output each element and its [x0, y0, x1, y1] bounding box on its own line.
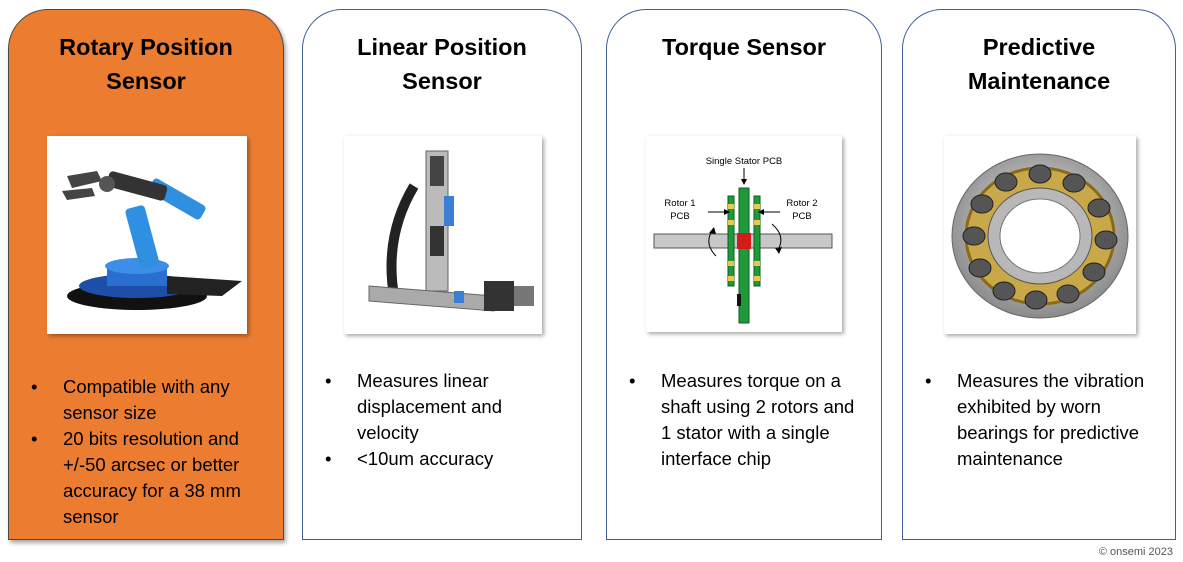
card-title: Predictive Maintenance [967, 34, 1111, 94]
bullet-item: Measures linear displacement and velocit… [325, 368, 565, 446]
bullet-item: Measures the vibration exhibited by worn… [925, 368, 1165, 472]
bullet-item: Measures torque on a shaft using 2 rotor… [629, 368, 869, 472]
bullet-item: Compatible with any sensor size [31, 374, 261, 426]
copyright-footer: © onsemi 2023 [1098, 546, 1173, 558]
card-title: Linear Position Sensor [357, 34, 527, 94]
rotor2-label-line1: Rotor 2 [786, 198, 817, 209]
rotor1-label-line2: PCB [670, 211, 690, 222]
card-torque-sensor: Torque Sensor Single Stator PCB Rotor 1 … [606, 9, 882, 540]
stator-label: Single Stator PCB [706, 156, 783, 167]
bullet-item: <10um accuracy [325, 446, 565, 472]
card-rotary-position-sensor: Rotary Position Sensor Compatible with a… [8, 9, 284, 540]
card-title: Rotary Position Sensor [59, 34, 233, 94]
card-title: Torque Sensor [661, 34, 827, 60]
card-bullets: Compatible with any sensor size 20 bits … [31, 374, 261, 530]
bearing-image [944, 136, 1136, 334]
robot-arm-image [47, 136, 247, 334]
torque-sensor-diagram: Single Stator PCB Rotor 1 PCB Rotor 2 PC… [646, 136, 842, 332]
bullet-item: 20 bits resolution and +/-50 arcsec or b… [31, 426, 261, 530]
linear-actuator-image [344, 136, 542, 334]
card-bullets: Measures torque on a shaft using 2 rotor… [629, 368, 869, 472]
card-predictive-maintenance: Predictive Maintenance [902, 9, 1176, 540]
card-linear-position-sensor: Linear Position Sensor Measures linear d… [302, 9, 582, 540]
rotor2-label-line2: PCB [792, 211, 812, 222]
rotor1-label-line1: Rotor 1 [664, 198, 695, 209]
card-bullets: Measures the vibration exhibited by worn… [925, 368, 1165, 472]
card-bullets: Measures linear displacement and velocit… [325, 368, 565, 472]
